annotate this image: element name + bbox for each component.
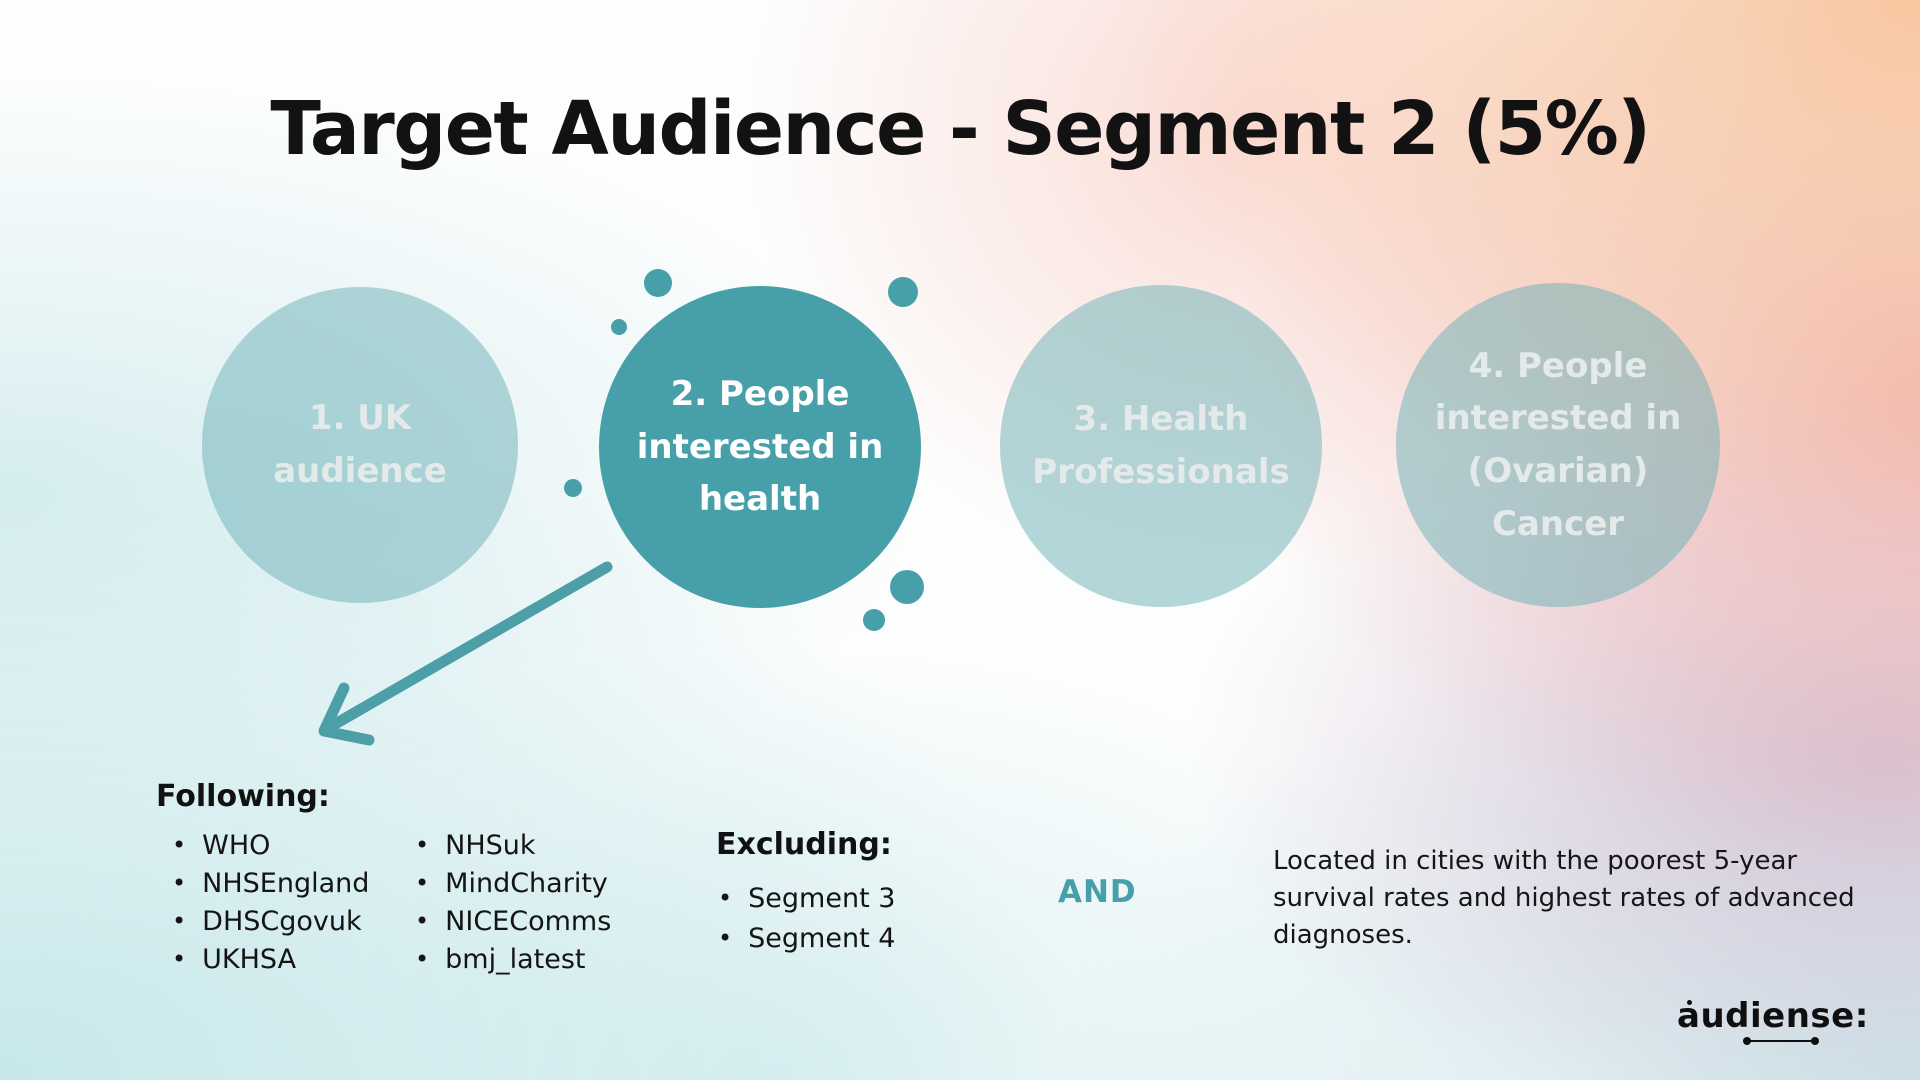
following-list-column1: WHO NHSEngland DHSCgovuk UKHSA: [172, 826, 369, 978]
logo-overdot: [1687, 1000, 1692, 1005]
decorative-dot: [888, 277, 918, 307]
arrow-icon: [318, 561, 613, 746]
segment-label: 3. Health Professionals: [1032, 399, 1290, 492]
list-item: Segment 3: [718, 878, 895, 918]
segment-circle-uk-audience: 1. UK audience: [202, 287, 518, 603]
segment-circle-health-professionals: 3. Health Professionals: [1000, 285, 1322, 607]
segment-circle-ovarian-cancer: 4. People interested in (Ovarian) Cancer: [1396, 283, 1720, 607]
page-title: Target Audience - Segment 2 (5%): [270, 86, 1651, 172]
location-note-line: Located in cities with the poorest 5-yea…: [1273, 846, 1798, 876]
decorative-dot: [890, 570, 924, 604]
logo-underline-dot: [1743, 1037, 1751, 1045]
decorative-dot: [863, 609, 885, 631]
location-note-line: survival rates and highest rates of adva…: [1273, 883, 1855, 913]
list-item: Segment 4: [718, 918, 895, 958]
following-list-column2: NHSuk MindCharity NICEComms bmj_latest: [415, 826, 611, 978]
logo-underline-dot: [1811, 1037, 1819, 1045]
list-item: NHSuk: [415, 826, 611, 864]
segment-label: 1. UK audience: [273, 398, 447, 491]
segment-label: 4. People interested in (Ovarian) Cancer: [1434, 345, 1682, 544]
list-item: DHSCgovuk: [172, 902, 369, 940]
list-item: MindCharity: [415, 864, 611, 902]
list-item: WHO: [172, 826, 369, 864]
decorative-dot: [564, 479, 582, 497]
segment-label: 2. People interested in health: [636, 373, 884, 520]
excluding-heading: Excluding:: [716, 827, 892, 862]
list-item: UKHSA: [172, 940, 369, 978]
list-item: bmj_latest: [415, 940, 611, 978]
location-note: Located in cities with the poorest 5-yea…: [1273, 843, 1855, 954]
decorative-dot: [644, 269, 672, 297]
list-item: NHSEngland: [172, 864, 369, 902]
following-heading: Following:: [156, 779, 330, 814]
logo-underline: [1743, 1037, 1819, 1045]
decorative-dot: [611, 319, 627, 335]
location-note-line: diagnoses.: [1273, 920, 1413, 950]
and-operator-label: AND: [1058, 874, 1137, 910]
excluding-list: Segment 3 Segment 4: [718, 878, 895, 958]
list-item: NICEComms: [415, 902, 611, 940]
segment-circle-people-interested-in-health: 2. People interested in health: [599, 286, 921, 608]
audiense-logo: audiense:: [1677, 996, 1869, 1036]
